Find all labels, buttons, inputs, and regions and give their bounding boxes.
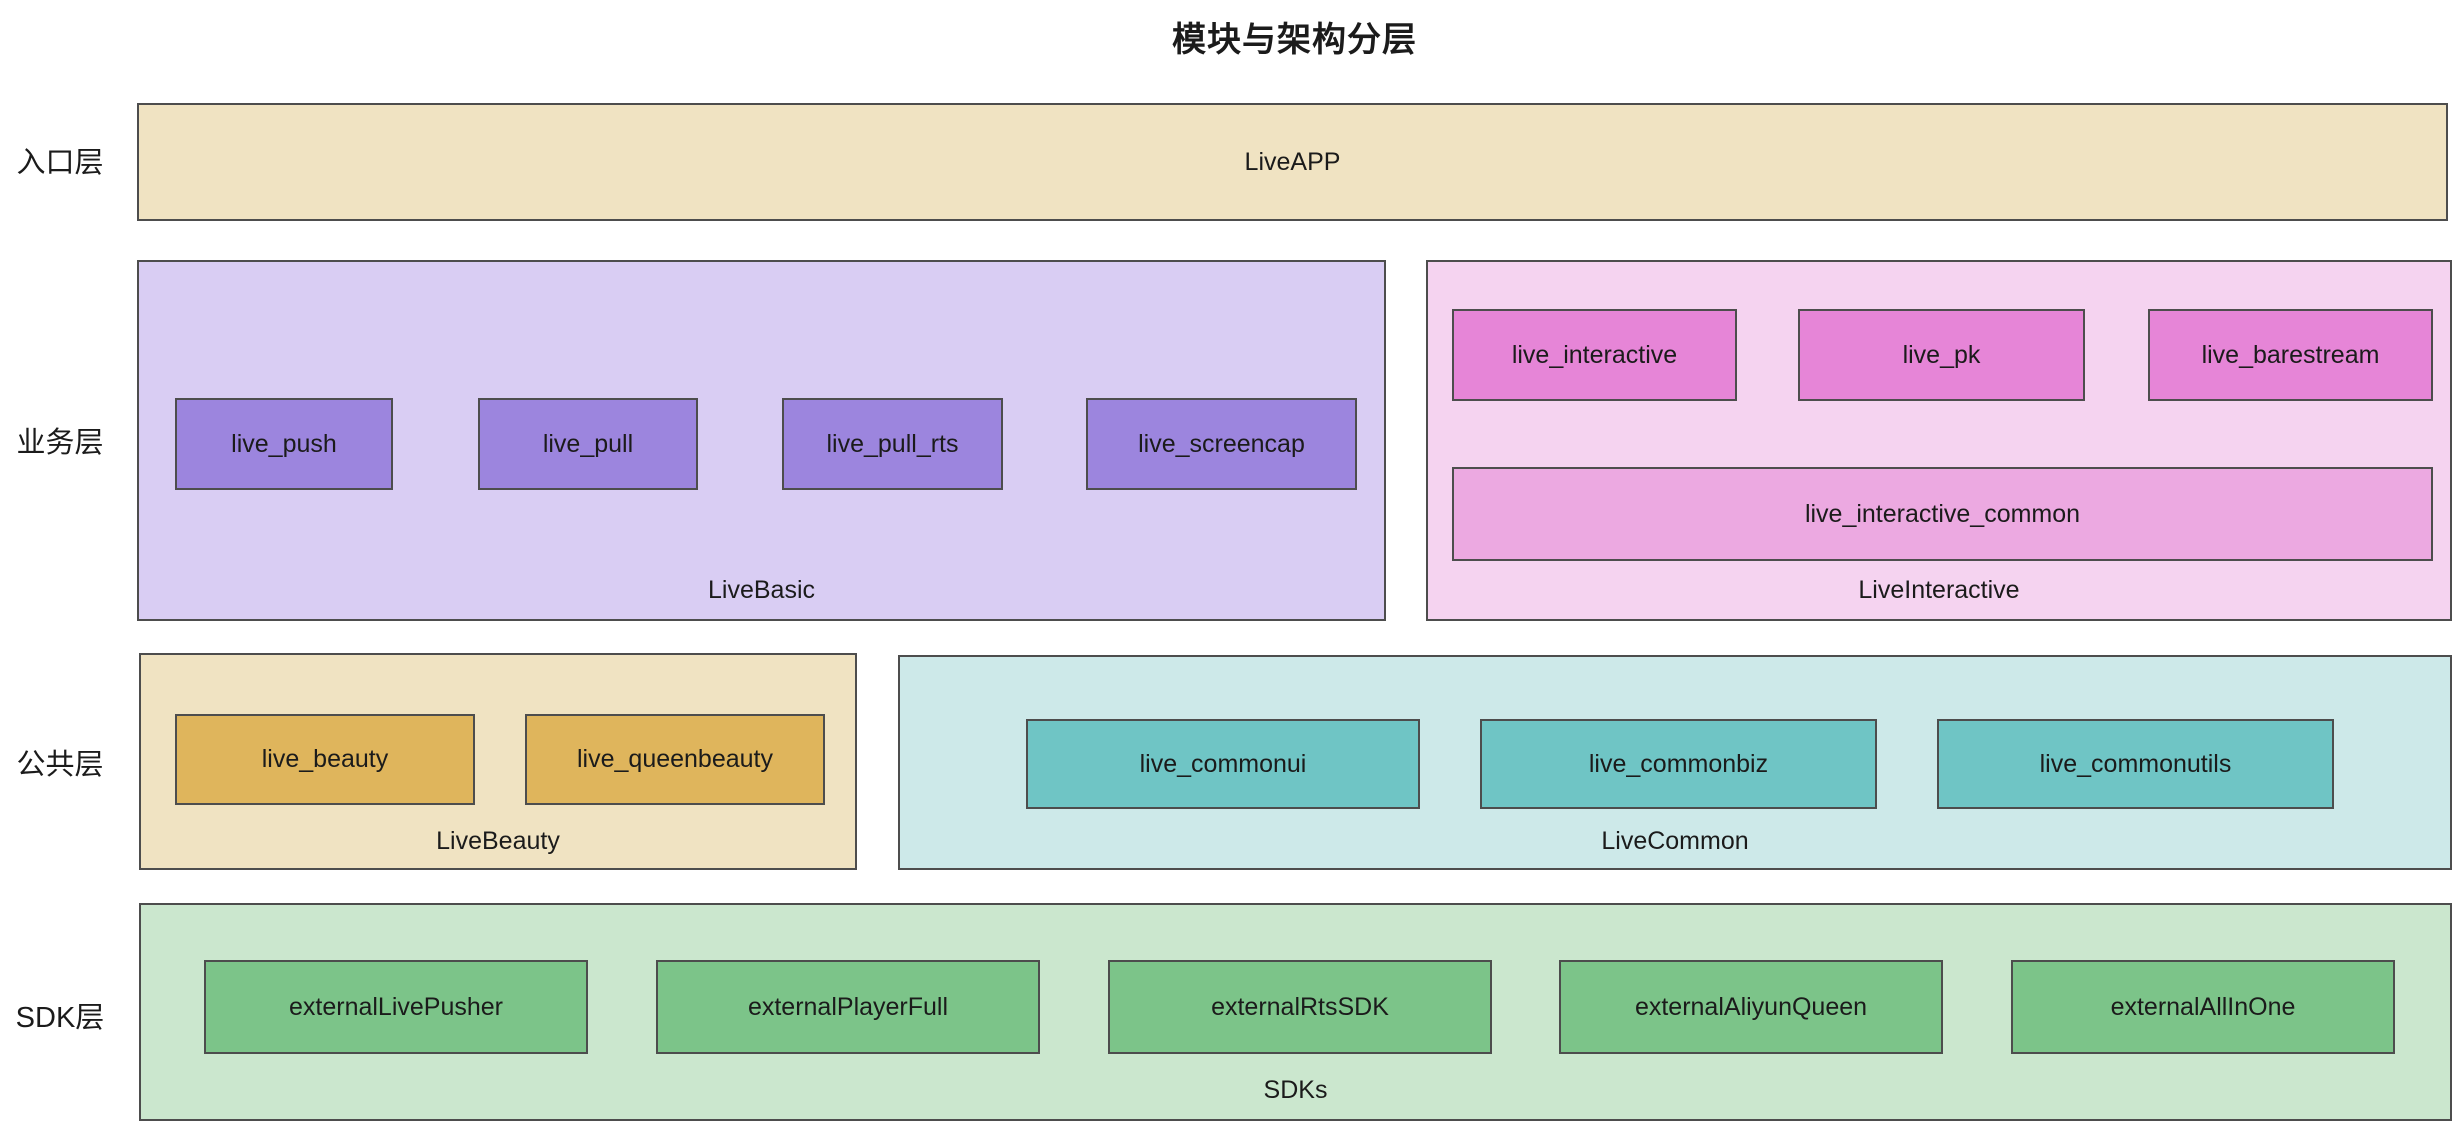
node-external-player-full: externalPlayerFull (656, 960, 1040, 1054)
node-external-live-pusher: externalLivePusher (204, 960, 588, 1054)
group-caption-livebeauty: LiveBeauty (436, 827, 560, 855)
group-caption-sdks: SDKs (1263, 1076, 1328, 1104)
group-livecommon: live_commonui live_commonbiz live_common… (898, 655, 2452, 870)
node-liveapp: LiveAPP (137, 103, 2448, 221)
node-live-commonutils: live_commonutils (1937, 719, 2334, 809)
layer-label-sdk: SDK层 (15, 1002, 105, 1034)
node-external-all-in-one: externalAllInOne (2011, 960, 2395, 1054)
page-title: 模块与架构分层 (1172, 21, 1417, 59)
layer-label-entry: 入口层 (16, 147, 104, 179)
group-sdks: externalLivePusher externalPlayerFull ex… (139, 903, 2452, 1121)
node-live-interactive-common: live_interactive_common (1452, 467, 2433, 561)
group-livebasic: live_push live_pull live_pull_rts live_s… (137, 260, 1386, 621)
node-live-commonui: live_commonui (1026, 719, 1420, 809)
node-live-barestream: live_barestream (2148, 309, 2433, 401)
node-live-pk: live_pk (1798, 309, 2085, 401)
node-external-rts-sdk: externalRtsSDK (1108, 960, 1492, 1054)
group-liveinteractive: live_interactive live_pk live_barestream… (1426, 260, 2452, 621)
node-live-pull: live_pull (478, 398, 698, 490)
node-live-pull-rts: live_pull_rts (782, 398, 1003, 490)
group-caption-livecommon: LiveCommon (1601, 827, 1749, 855)
node-live-beauty: live_beauty (175, 714, 475, 805)
group-caption-livebasic: LiveBasic (708, 576, 815, 604)
group-livebeauty: live_beauty live_queenbeauty LiveBeauty (139, 653, 857, 870)
node-live-push: live_push (175, 398, 393, 490)
node-live-screencap: live_screencap (1086, 398, 1357, 490)
layer-label-common: 公共层 (16, 749, 104, 781)
group-caption-liveinteractive: LiveInteractive (1858, 576, 2020, 604)
layer-label-business: 业务层 (16, 427, 104, 459)
node-live-queenbeauty: live_queenbeauty (525, 714, 825, 805)
node-live-interactive: live_interactive (1452, 309, 1737, 401)
node-external-aliyun-queen: externalAliyunQueen (1559, 960, 1943, 1054)
node-live-commonbiz: live_commonbiz (1480, 719, 1877, 809)
